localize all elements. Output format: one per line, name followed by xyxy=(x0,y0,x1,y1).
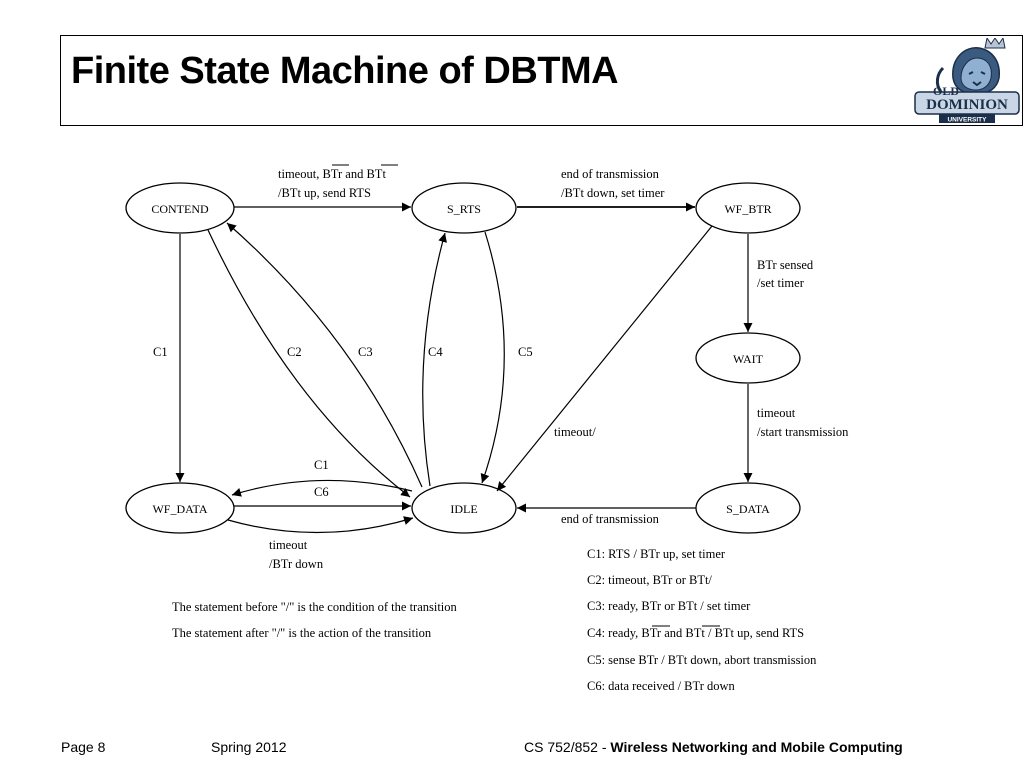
legend-c6: C6: data received / BTr down xyxy=(587,679,736,693)
edge-c5-s-rts-to-idle xyxy=(480,231,505,484)
legend-c2: C2: timeout, BTr or BTt/ xyxy=(587,573,712,587)
footer-page: Page 8 xyxy=(61,739,106,755)
edge-label-c1-left: C1 xyxy=(153,345,168,359)
edge-label-c4: C4 xyxy=(428,345,443,359)
edge-label-c1-bottom: C1 xyxy=(314,458,329,472)
edge-label-contend-srts-2: /BTt up, send RTS xyxy=(278,186,371,200)
legend-c3: C3: ready, BTr or BTt / set timer xyxy=(587,599,751,613)
legend-c4: C4: ready, BTr and BTt / BTt up, send RT… xyxy=(587,626,804,640)
logo-text-old: OLD xyxy=(933,84,959,98)
note-action: The statement after "/" is the action of… xyxy=(172,626,432,640)
note-condition: The statement before "/" is the conditio… xyxy=(172,600,458,614)
state-wait: WAIT xyxy=(695,332,801,384)
state-wf-data: WF_DATA xyxy=(125,482,235,534)
edge-label-c2: C2 xyxy=(287,345,302,359)
edge-timeout-wf-data-to-idle xyxy=(227,516,414,534)
edge-c1-idle-to-wf-data xyxy=(231,479,413,497)
edge-label-wait-sdata-2: /start transmission xyxy=(757,425,849,439)
state-idle: IDLE xyxy=(411,482,517,534)
footer-course: CS 752/852 - Wireless Networking and Mob… xyxy=(524,739,903,755)
footer-course-title: Wireless Networking and Mobile Computing xyxy=(610,739,903,755)
legend-c1: C1: RTS / BTr up, set timer xyxy=(587,547,726,561)
edge-label-wfbtr-idle: timeout/ xyxy=(554,425,596,439)
university-logo: OLD DOMINION UNIVERSITY xyxy=(914,38,1020,124)
state-s-rts-label: S_RTS xyxy=(447,202,481,216)
edge-c2-contend-to-idle xyxy=(207,229,411,498)
slide-title: Finite State Machine of DBTMA xyxy=(71,50,619,92)
logo-text-dominion: DOMINION xyxy=(926,97,1008,113)
logo-text-university: UNIVERSITY xyxy=(947,117,987,124)
state-contend: CONTEND xyxy=(125,182,235,234)
edge-label-c5: C5 xyxy=(518,345,533,359)
edge-label-wait-sdata-1: timeout xyxy=(757,406,796,420)
edge-wf-btr-to-idle xyxy=(496,225,713,492)
edge-label-sdata-idle: end of transmission xyxy=(561,512,660,526)
state-wf-btr: WF_BTR xyxy=(695,182,801,234)
legend-c5: C5: sense BTr / BTt down, abort transmis… xyxy=(587,653,817,667)
edge-label-wfbtr-wait-1: BTr sensed xyxy=(757,258,814,272)
edge-c4-idle-to-s-rts xyxy=(422,232,447,487)
lion-crown-icon xyxy=(935,38,1006,95)
edge-label-wfbtr-wait-2: /set timer xyxy=(757,276,805,290)
edge-label-c6: C6 xyxy=(314,485,329,499)
state-idle-label: IDLE xyxy=(450,502,477,516)
edge-label-c3: C3 xyxy=(358,345,373,359)
state-contend-label: CONTEND xyxy=(151,202,209,216)
state-s-data: S_DATA xyxy=(695,482,801,534)
edge-label-srts-wfbtr-2: /BTt down, set timer xyxy=(561,186,665,200)
edge-c3-idle-to-contend xyxy=(226,222,423,488)
edge-label-wfdata-idle-2: /BTr down xyxy=(269,557,324,571)
edge-label-contend-srts-1: timeout, BTr and BTt xyxy=(278,167,386,181)
state-wf-btr-label: WF_BTR xyxy=(724,202,771,216)
state-wait-label: WAIT xyxy=(733,352,764,366)
state-s-rts: S_RTS xyxy=(411,182,517,234)
edge-label-wfdata-idle-1: timeout xyxy=(269,538,308,552)
footer-term: Spring 2012 xyxy=(211,739,287,755)
title-box: Finite State Machine of DBTMA OLD DOMINI… xyxy=(60,35,1023,126)
footer-course-code: CS 752/852 - xyxy=(524,739,611,755)
edge-label-srts-wfbtr-1: end of transmission xyxy=(561,167,660,181)
state-s-data-label: S_DATA xyxy=(726,502,770,516)
state-wf-data-label: WF_DATA xyxy=(152,502,207,516)
